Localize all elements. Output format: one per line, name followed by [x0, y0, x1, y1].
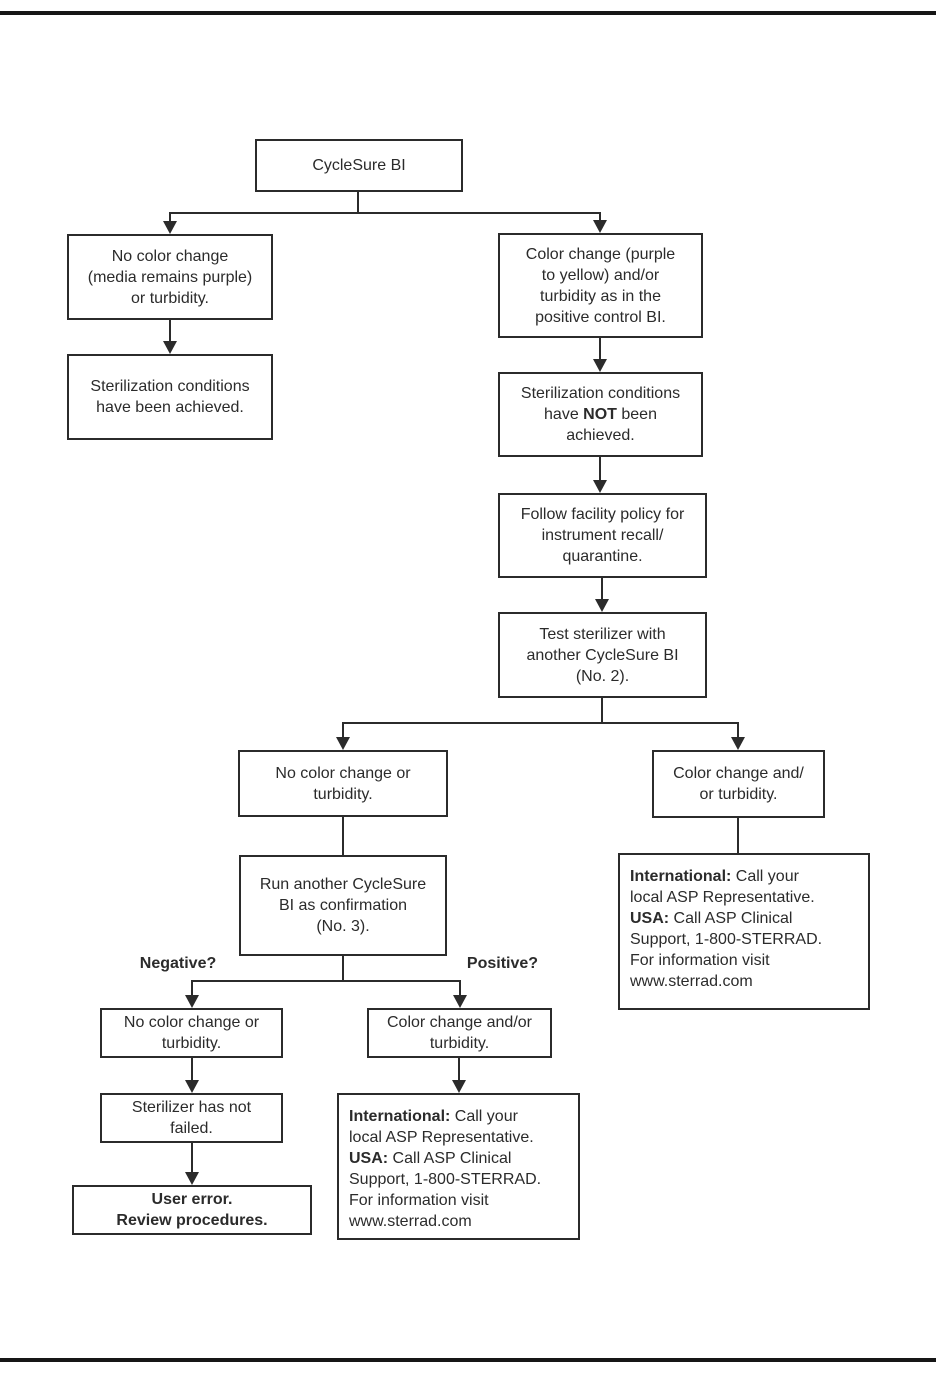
arrowhead-to-no-color-change: [163, 221, 177, 234]
arrowhead-to-not-achieved: [593, 359, 607, 372]
connector-color2-to-contact: [737, 818, 739, 853]
arrowhead-to-contact-bottom: [452, 1080, 466, 1093]
connector-not-achieved-to-policy: [599, 457, 601, 482]
node-cyclesure-bi: CycleSure BI: [255, 139, 463, 192]
connector-split2-hline: [342, 722, 739, 724]
node-user-error-text: User error.Review procedures.: [116, 1191, 268, 1229]
node-no-color-change-initial: No color change(media remains purple)or …: [67, 234, 273, 320]
connector-not-failed-to-user-error: [191, 1143, 193, 1174]
arrowhead-to-no-color-change-no2: [336, 737, 350, 750]
connector-test2-stem: [601, 698, 603, 724]
arrowhead-to-not-failed: [185, 1080, 199, 1093]
connector-color-to-not-achieved: [599, 338, 601, 361]
arrowhead-to-user-error: [185, 1172, 199, 1185]
arrowhead-to-test2: [595, 599, 609, 612]
connector-split3-right-stub: [459, 981, 461, 997]
arrowhead-to-color-change-no3: [453, 995, 467, 1008]
connector-split1-hline: [169, 212, 601, 214]
connector-no-color-to-achieved: [169, 320, 171, 343]
arrowhead-to-achieved: [163, 341, 177, 354]
node-no-color-change-initial-text: No color change(media remains purple)or …: [87, 247, 253, 307]
label-positive: Positive?: [466, 955, 539, 972]
arrowhead-to-color-change-no2: [731, 737, 745, 750]
connector-no-color2-to-confirm3: [342, 817, 344, 855]
connector-policy-to-test2: [601, 578, 603, 601]
connector-no-color3-to-not-failed: [191, 1058, 193, 1081]
connector-split3-hline: [191, 980, 461, 982]
node-cyclesure-bi-text: CycleSure BI: [312, 157, 406, 174]
connector-split2-right-stub: [737, 723, 739, 739]
node-color-change-no2: Color change and/or turbidity.: [652, 750, 825, 818]
arrowhead-to-color-change: [593, 220, 607, 233]
bottom-rule: [0, 1358, 936, 1362]
node-color-change-no2-text: Color change and/or turbidity.: [673, 765, 804, 803]
arrowhead-to-policy: [593, 480, 607, 493]
node-user-error: User error.Review procedures.: [72, 1185, 312, 1235]
arrowhead-to-no-color-change-no3: [185, 995, 199, 1008]
connector-split3-left-stub: [191, 981, 193, 997]
connector-root-stem: [357, 192, 359, 213]
connector-split1-left-stub: [169, 213, 171, 223]
connector-split1-right-stub: [599, 213, 601, 223]
connector-color3-to-contact: [458, 1058, 460, 1081]
label-negative: Negative?: [139, 955, 217, 972]
connector-confirm3-stem: [342, 956, 344, 982]
connector-split2-left-stub: [342, 723, 344, 739]
top-rule: [0, 11, 936, 15]
